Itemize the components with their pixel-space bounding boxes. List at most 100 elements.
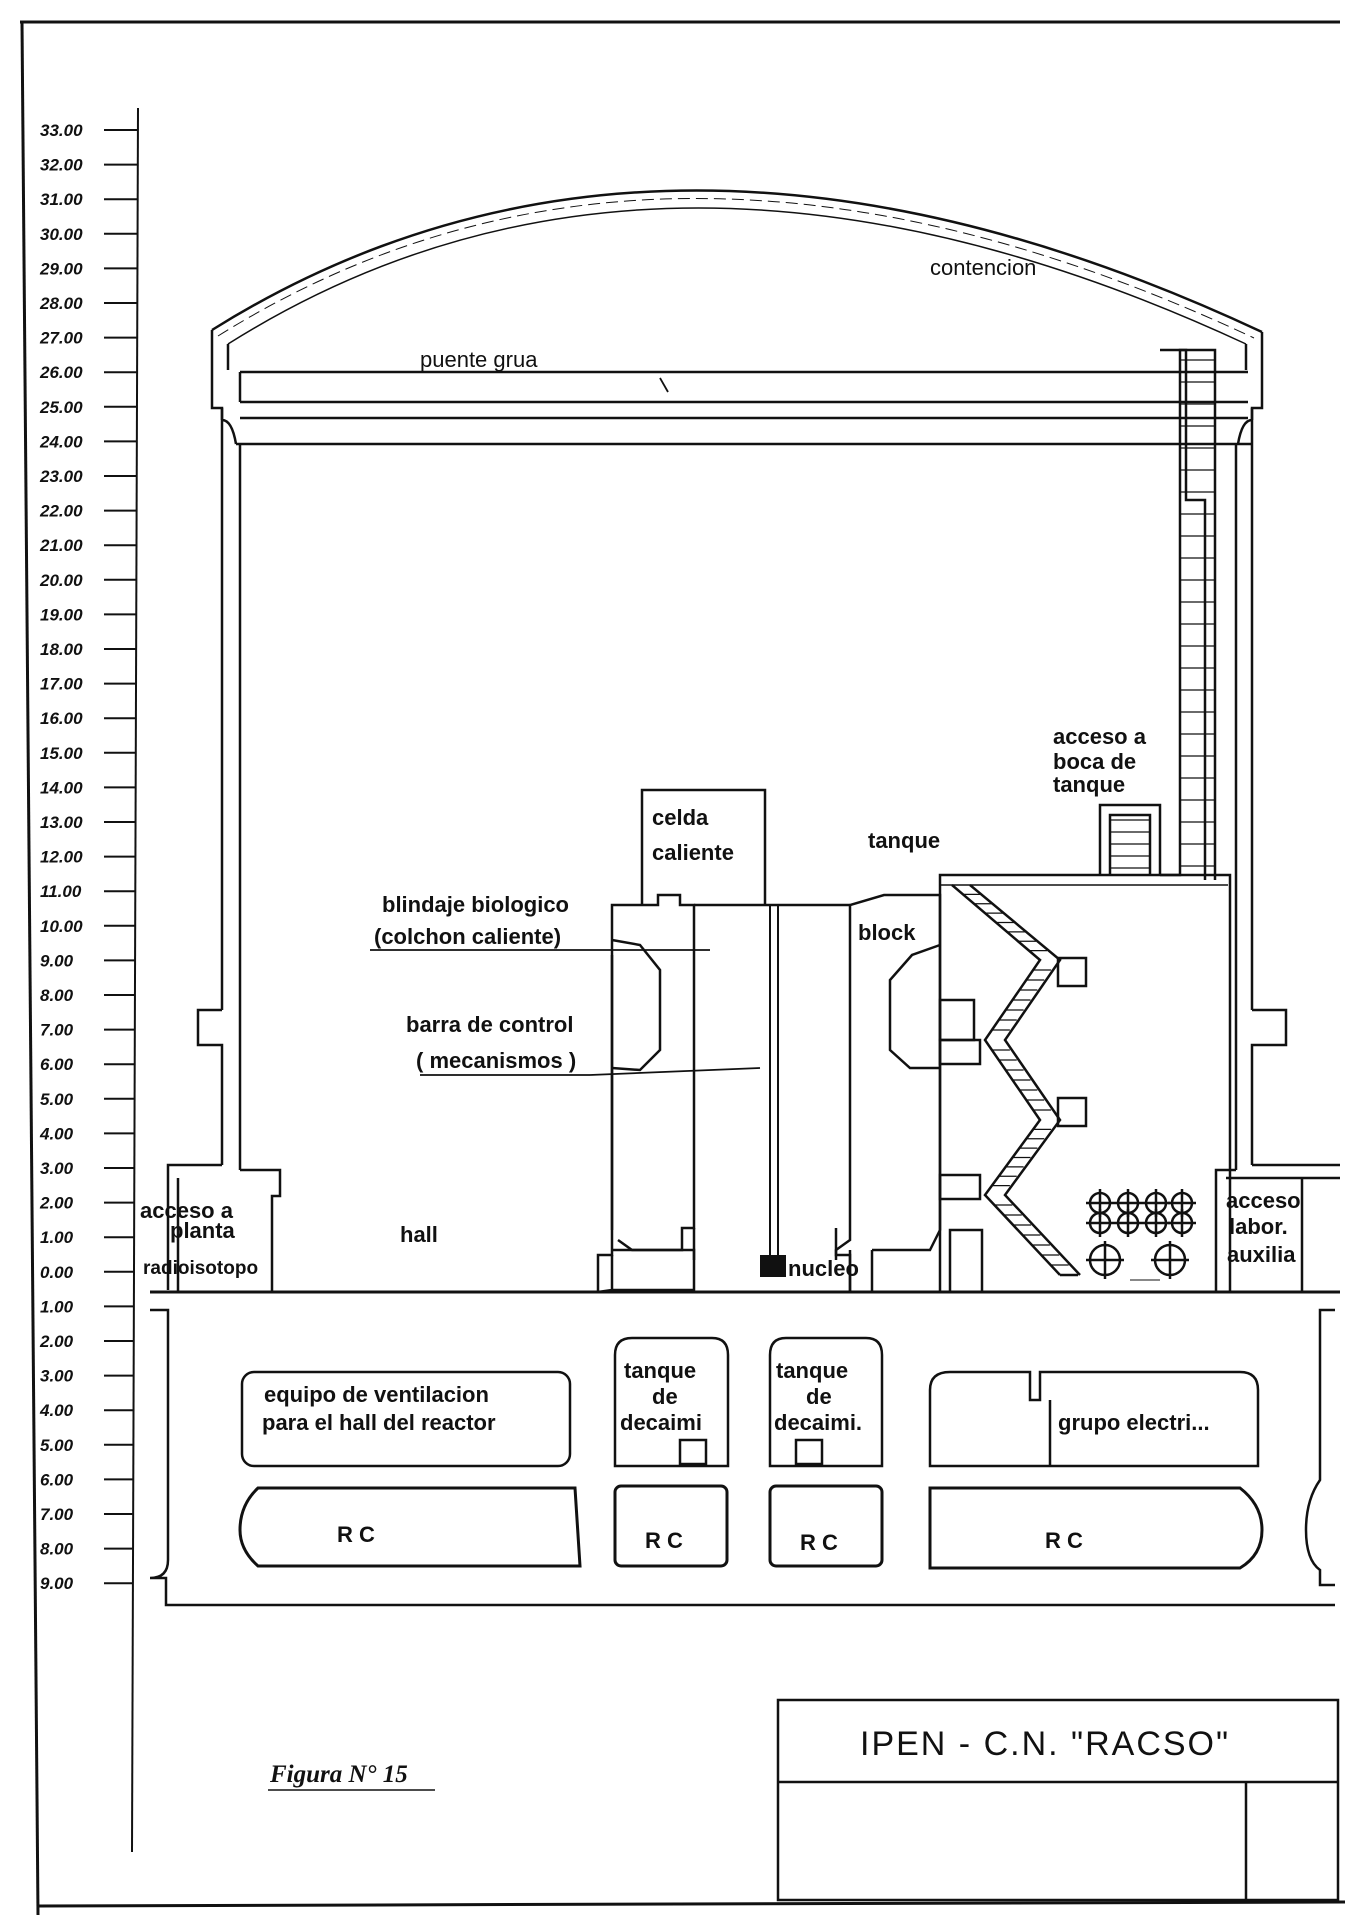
scale-label: 20.00	[39, 571, 83, 590]
scale-label: 19.00	[40, 605, 83, 624]
scale-label: 1.00	[40, 1228, 74, 1247]
label-rc-2: R C	[645, 1528, 683, 1553]
scale-label: 5.00	[40, 1090, 74, 1109]
label-tanque-dec2-2: de	[806, 1384, 832, 1409]
ladder-rungs	[1110, 359, 1215, 869]
scale-label: 2.00	[39, 1194, 74, 1213]
label-acceso-boca-2: boca de	[1053, 749, 1136, 774]
valve-symbols	[1086, 1189, 1196, 1279]
scale-label: 11.00	[40, 882, 82, 901]
scale-label: 8.00	[40, 986, 74, 1005]
label-acceso-planta-3: radioisotopo	[143, 1258, 258, 1279]
scale-label: 3.00	[40, 1159, 74, 1178]
scale-label: 2.00	[39, 1332, 74, 1351]
label-acceso-lab-1: acceso	[1226, 1188, 1301, 1213]
scale-label: 33.00	[40, 121, 83, 140]
scale-label: 21.00	[39, 536, 83, 555]
ventilation-room	[240, 1370, 572, 1468]
label-rc-4: R C	[1045, 1528, 1083, 1553]
sheet-left-border	[20, 21, 40, 1916]
scale-label: 23.00	[39, 467, 83, 486]
label-blindaje-1: blindaje biologico	[382, 892, 569, 917]
label-tanque-dec1-1: tanque	[624, 1358, 696, 1383]
rc-room-2	[613, 1484, 729, 1568]
label-tanque-dec1-2: de	[652, 1384, 678, 1409]
label-celda-1: celda	[652, 805, 709, 830]
figure-caption: Figura N° 15	[269, 1761, 408, 1788]
sheet-bottom-border	[37, 1900, 1346, 1908]
label-puente-grua: puente grua	[420, 347, 538, 372]
leader-lines	[370, 377, 1160, 1281]
scale-label: 9.00	[40, 951, 74, 970]
scale-label: 4.00	[39, 1401, 74, 1420]
scale-label: 14.00	[40, 778, 83, 797]
label-acceso-planta-2: planta	[170, 1218, 236, 1243]
scale-label: 4.00	[39, 1124, 74, 1143]
scale-label: 5.00	[40, 1436, 74, 1455]
label-tanque: tanque	[868, 828, 940, 853]
building-walls	[149, 330, 1340, 1607]
label-celda-2: caliente	[652, 840, 734, 865]
label-ventilacion-1: equipo de ventilacion	[264, 1382, 489, 1407]
label-grupo-electrico: grupo electri...	[1058, 1410, 1210, 1435]
stair-hatch	[963, 893, 1069, 1266]
scale-label: 18.00	[40, 640, 83, 659]
tank-structure	[938, 348, 1232, 1294]
label-barra-2: ( mecanismos )	[416, 1048, 576, 1073]
scale-label: 25.00	[39, 398, 83, 417]
label-contencion: contencion	[930, 255, 1036, 280]
scale-label: 31.00	[40, 190, 83, 209]
scale-label: 22.00	[39, 502, 83, 521]
label-hall: hall	[400, 1222, 438, 1247]
scale-label: 9.00	[40, 1574, 74, 1593]
scale-label: 7.00	[40, 1505, 74, 1524]
scale-label: 28.00	[39, 294, 83, 313]
scale-label: 7.00	[40, 1021, 74, 1040]
label-tanque-dec2-3: decaimi.	[774, 1410, 862, 1435]
label-acceso-planta-1: acceso a	[140, 1198, 234, 1223]
electric-room	[928, 1370, 1260, 1468]
scale-label: 30.00	[40, 225, 83, 244]
scale-label: 32.00	[40, 156, 83, 175]
label-acceso-boca-1: acceso a	[1053, 724, 1147, 749]
scale-label: 15.00	[40, 744, 83, 763]
label-tanque-dec2-1: tanque	[776, 1358, 848, 1383]
label-ventilacion-2: para el hall del reactor	[262, 1410, 496, 1435]
rc-room-1	[238, 1486, 582, 1568]
title-block	[776, 1698, 1340, 1902]
rc-room-4	[928, 1486, 1264, 1570]
decay-tank-room-2	[768, 1336, 884, 1468]
scale-label: 1.00	[40, 1297, 74, 1316]
label-rc-1: R C	[337, 1522, 375, 1547]
decay-tank-room-1	[613, 1336, 730, 1468]
scale-axis	[131, 107, 139, 1853]
scale-label: 3.00	[40, 1367, 74, 1386]
label-acceso-lab-3: auxilia	[1227, 1242, 1296, 1267]
reactor-pool	[596, 788, 942, 1294]
scale-label: 16.00	[40, 709, 83, 728]
label-tanque-dec1-3: decaimi	[620, 1410, 702, 1435]
diagram-labels: contencion puente grua acceso a boca de …	[140, 255, 1301, 1555]
scale-label: 0.00	[40, 1263, 74, 1282]
scale-label: 26.00	[39, 363, 83, 382]
label-block: block	[858, 920, 916, 945]
rc-room-3	[768, 1484, 884, 1568]
scale-label: 13.00	[40, 813, 83, 832]
scale-label: 12.00	[40, 848, 83, 867]
label-barra-1: barra de control	[406, 1012, 573, 1037]
scale-label: 8.00	[40, 1540, 74, 1559]
title-block-text: IPEN - C.N. "RACSO"	[860, 1725, 1230, 1763]
scale-label: 17.00	[40, 675, 83, 694]
label-rc-3: R C	[800, 1530, 838, 1555]
scale-label: 27.00	[39, 329, 83, 348]
label-nucleo: nucleo	[788, 1256, 859, 1281]
scale-label: 29.00	[39, 259, 83, 278]
basement-rooms	[238, 1336, 1264, 1570]
scale-label: 10.00	[40, 917, 83, 936]
scale-label: 6.00	[40, 1470, 74, 1489]
label-blindaje-2: (colchon caliente)	[374, 924, 561, 949]
label-acceso-boca-3: tanque	[1053, 772, 1125, 797]
containment-dome	[211, 189, 1263, 345]
